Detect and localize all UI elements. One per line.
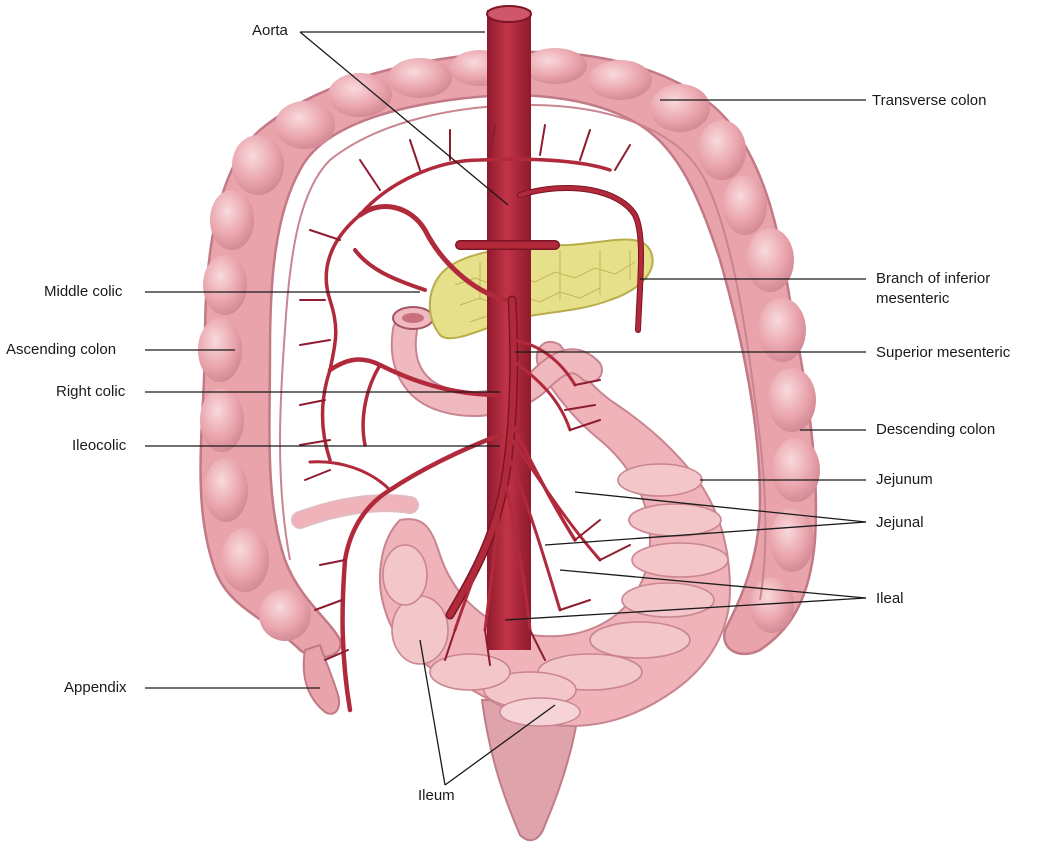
label-middle-colic: Middle colic [44, 283, 123, 300]
rectum [480, 699, 582, 842]
label-jejunum: Jejunum [876, 471, 933, 488]
label-ascending-colon: Ascending colon [6, 341, 117, 358]
label-descending-colon: Descending colon [876, 421, 996, 438]
label-branch-inferior-line2: mesenteric [876, 290, 950, 307]
small-intestine [291, 306, 732, 727]
appendix [302, 643, 341, 715]
label-appendix: Appendix [64, 679, 127, 696]
pancreas [428, 238, 654, 340]
label-ileocolic: Ileocolic [72, 437, 127, 454]
label-branch-inferior-line1: Branch of inferior [876, 270, 991, 287]
label-aorta: Aorta [252, 22, 288, 39]
label-ileum: Ileum [418, 787, 455, 804]
label-jejunal: Jejunal [876, 514, 924, 531]
leader-lines [145, 31, 867, 786]
arteries [299, 5, 645, 713]
label-superior-mesenteric: Superior mesenteric [876, 344, 1011, 361]
label-right-colic: Right colic [56, 383, 126, 400]
label-transverse-colon: Transverse colon [872, 92, 987, 109]
aorta-opening [486, 5, 532, 23]
label-ileal: Ileal [876, 590, 904, 607]
